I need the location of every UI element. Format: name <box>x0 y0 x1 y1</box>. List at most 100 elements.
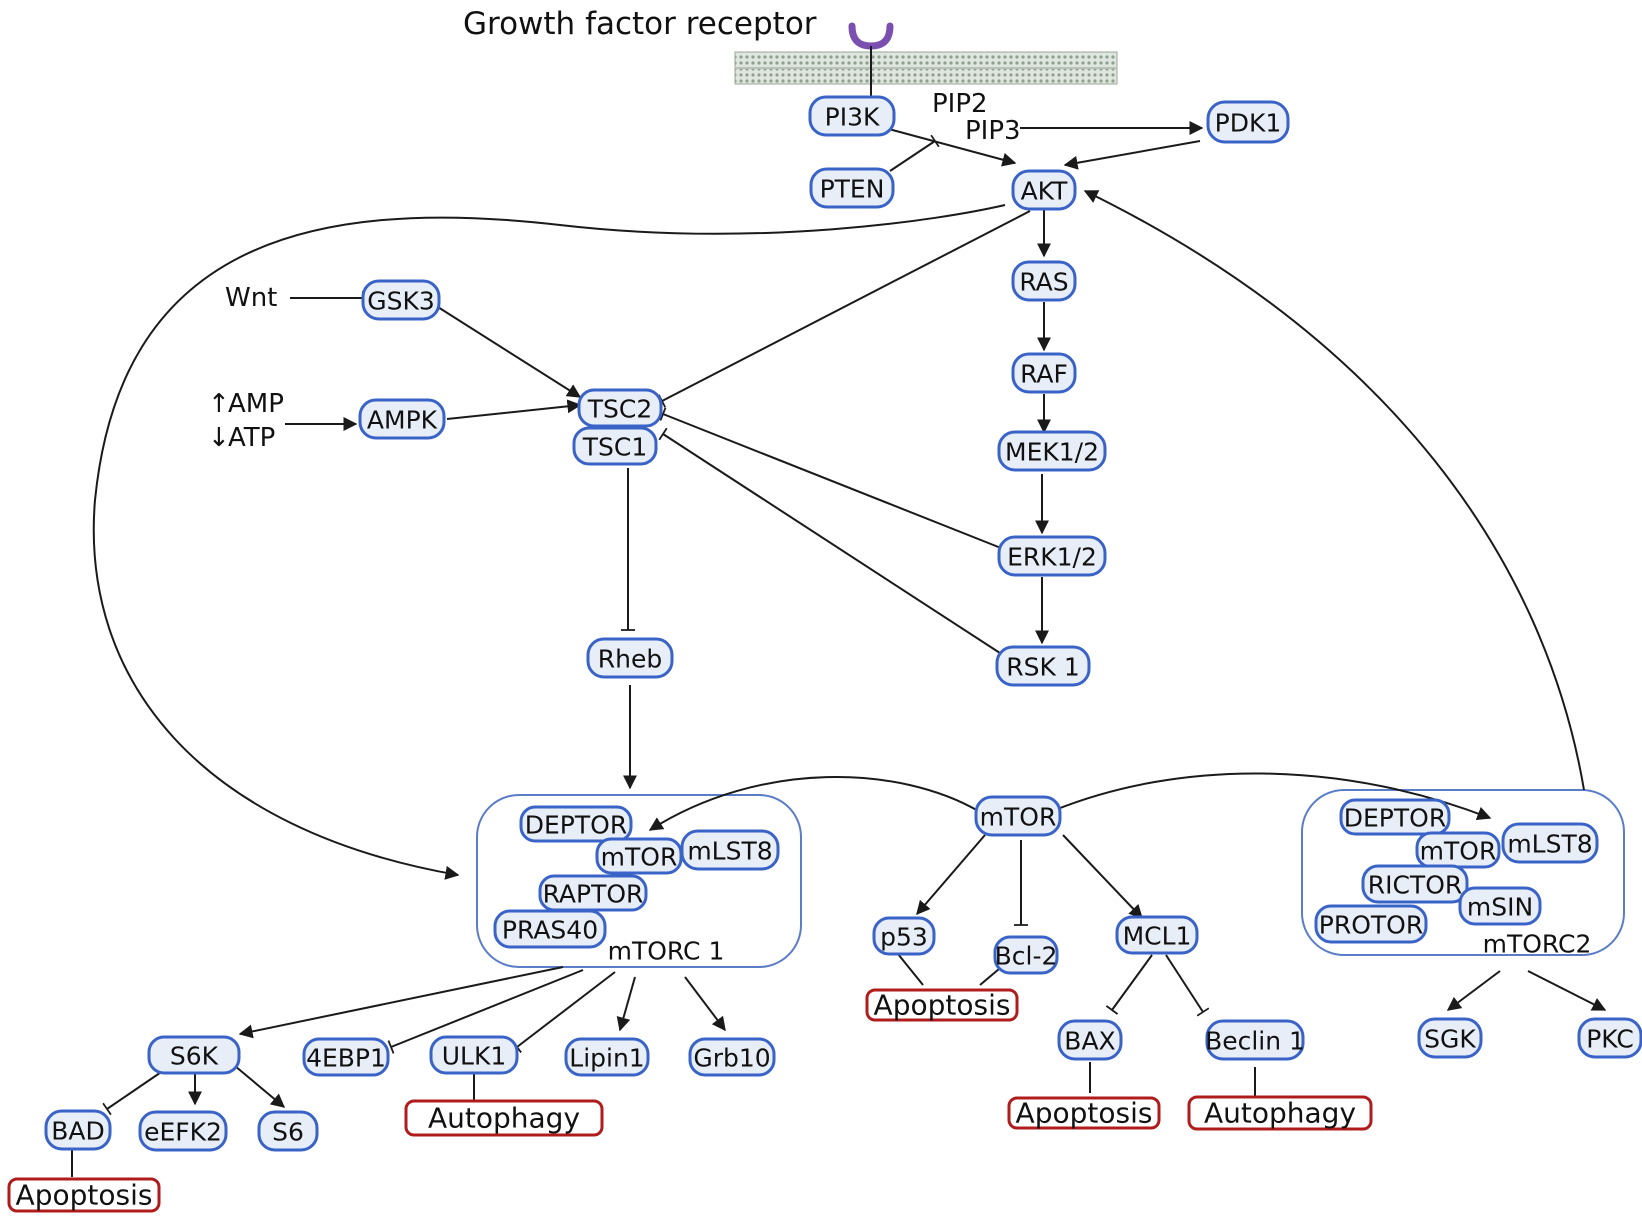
node-box <box>995 645 1091 687</box>
node-mcl1: MCL1 <box>1115 915 1199 955</box>
outcome-label: Autophagy <box>1204 1097 1356 1130</box>
receptor-label: Growth factor receptor <box>463 6 817 42</box>
outcome-box <box>1187 1095 1373 1131</box>
node-eefk2: eEFK2 <box>138 1110 228 1152</box>
node-ulk1: ULK1 <box>429 1035 519 1075</box>
node-c1-raptor: RAPTOR <box>538 874 648 912</box>
node-box <box>1314 904 1428 944</box>
node-label: ERK1/2 <box>1007 543 1097 572</box>
node-box <box>577 388 663 428</box>
node-label: PRAS40 <box>502 916 598 945</box>
node-bax: BAX <box>1057 1019 1123 1061</box>
node-c2-rictor: RICTOR <box>1361 864 1469 904</box>
outcome-autophagy-beclin: Autophagy <box>1187 1095 1373 1131</box>
node-label: RAS <box>1019 268 1068 297</box>
node-pi3k: PI3K <box>808 95 896 137</box>
node-box <box>257 1110 319 1152</box>
node-box <box>1115 915 1199 955</box>
node-label: DEPTOR <box>525 811 627 840</box>
node-bad: BAD <box>44 1109 112 1151</box>
node-label: mTOR <box>1420 837 1497 866</box>
node-c2-msin: mSIN <box>1458 886 1542 926</box>
node-label: Lipin1 <box>569 1044 644 1073</box>
node-box <box>808 95 896 137</box>
node-label: eEFK2 <box>144 1118 222 1147</box>
node-lipin1: Lipin1 <box>564 1037 650 1077</box>
node-box <box>429 1035 519 1075</box>
outcome-box <box>7 1177 161 1213</box>
wnt-label: Wnt <box>225 283 277 313</box>
node-label: MEK1/2 <box>1005 438 1099 467</box>
mtorc1-label: mTORC 1 <box>608 937 725 966</box>
node-box <box>997 430 1107 472</box>
node-label: Beclin 1 <box>1205 1027 1305 1056</box>
node-box <box>872 916 936 956</box>
node-label: MCL1 <box>1123 922 1192 951</box>
node-box <box>147 1035 241 1075</box>
node-label: p53 <box>880 923 928 952</box>
node-c2-deptor: DEPTOR <box>1339 798 1451 836</box>
node-box <box>361 279 441 321</box>
mtorc2-complex <box>1301 789 1625 956</box>
node-label: BAX <box>1064 1027 1115 1056</box>
node-label: AMPK <box>367 406 438 435</box>
amp-label: AMP <box>228 389 284 419</box>
outcome-box <box>865 988 1019 1022</box>
node-4ebp1: 4EBP1 <box>302 1037 390 1077</box>
node-ampk: AMPK <box>358 398 446 440</box>
node-box <box>809 167 895 209</box>
node-label: BAD <box>51 1117 105 1146</box>
node-label: TSC1 <box>582 433 648 462</box>
node-tsc2: TSC2 <box>577 388 663 428</box>
node-box <box>572 426 658 466</box>
node-box <box>1501 822 1599 864</box>
node-box <box>1011 352 1077 394</box>
node-c1-mlst8: mLST8 <box>680 829 780 871</box>
node-box <box>519 805 633 843</box>
node-label: mTOR <box>601 843 678 872</box>
node-pdk1: PDK1 <box>1206 100 1290 144</box>
node-sgk: SGK <box>1417 1017 1483 1059</box>
outcome-box <box>1007 1096 1161 1130</box>
node-label: mLST8 <box>1507 830 1592 859</box>
node-label: GSK3 <box>367 287 435 316</box>
node-box <box>993 935 1059 975</box>
node-box <box>138 1110 228 1152</box>
node-label: RAPTOR <box>543 880 644 909</box>
node-box <box>974 795 1062 837</box>
node-akt: AKT <box>1011 169 1077 211</box>
outcome-label: Apoptosis <box>16 1179 153 1212</box>
atp-label: ATP <box>228 423 275 453</box>
node-label: ULK1 <box>442 1042 507 1071</box>
node-label: PDK1 <box>1215 109 1282 138</box>
node-c1-deptor: DEPTOR <box>519 805 633 843</box>
node-box <box>1577 1017 1642 1059</box>
node-label: SGK <box>1424 1025 1476 1054</box>
node-label: mSIN <box>1467 893 1533 922</box>
node-p53: p53 <box>872 916 936 956</box>
node-grb10: Grb10 <box>688 1037 776 1077</box>
node-label: Grb10 <box>693 1044 770 1073</box>
node-bcl2: Bcl-2 <box>993 935 1059 975</box>
node-label: S6 <box>272 1118 304 1147</box>
node-label: 4EBP1 <box>306 1044 386 1073</box>
node-ras: RAS <box>1011 260 1077 302</box>
node-label: mTOR <box>980 803 1057 832</box>
node-box <box>564 1037 650 1077</box>
node-box <box>358 398 446 440</box>
atp-arrow-icon: ↓ <box>208 423 230 453</box>
amp-arrow-icon: ↑ <box>208 389 230 419</box>
node-box <box>1205 1019 1305 1061</box>
node-box <box>1011 260 1077 302</box>
pip3-label: PIP3 <box>965 116 1021 146</box>
node-label: RICTOR <box>1368 871 1463 900</box>
node-erk: ERK1/2 <box>997 535 1107 577</box>
node-label: mLST8 <box>687 837 772 866</box>
node-label: RSK 1 <box>1006 653 1080 682</box>
node-c1-mtor: mTOR <box>595 837 683 875</box>
node-s6: S6 <box>257 1110 319 1152</box>
node-box <box>680 829 780 871</box>
outcome-autophagy-ulk1: Autophagy <box>404 1099 604 1137</box>
